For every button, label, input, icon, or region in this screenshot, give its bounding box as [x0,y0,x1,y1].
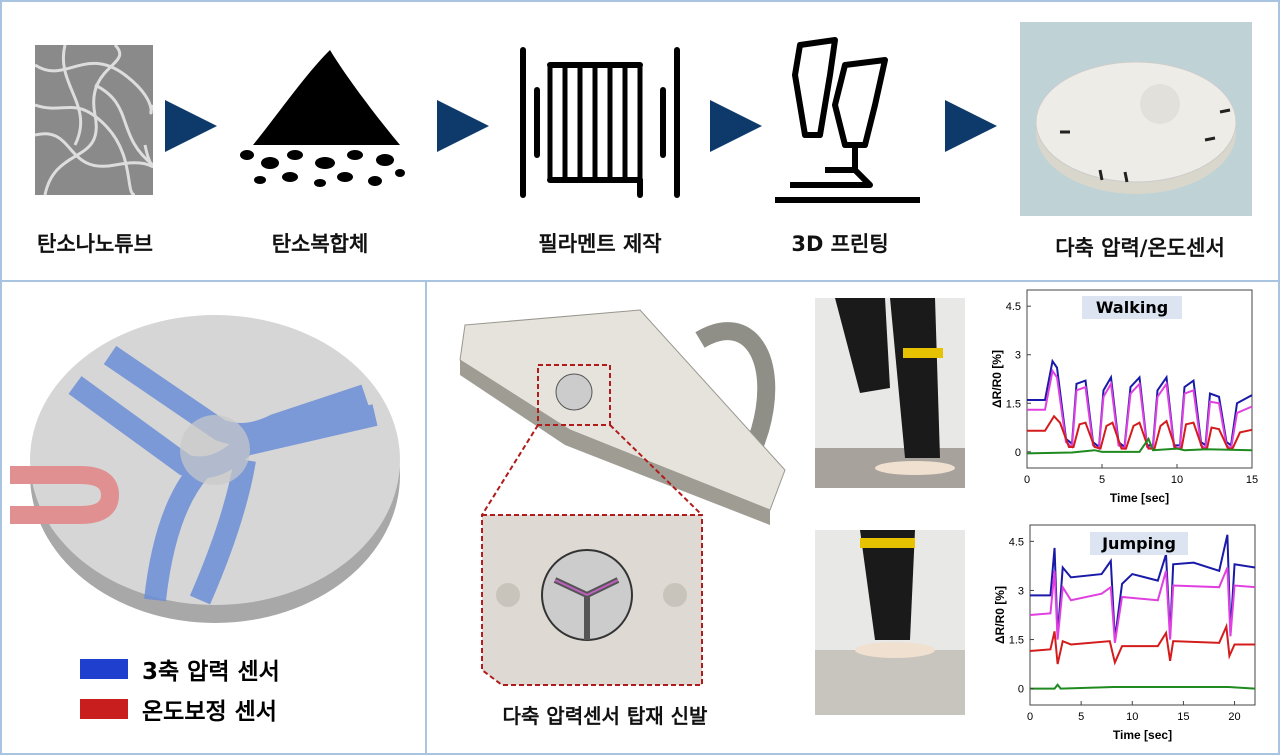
x-tick-label: 15 [1177,711,1189,723]
y-tick-label: 4.5 [1009,536,1024,548]
x-tick-label: 0 [1027,711,1033,723]
x-tick-label: 0 [1024,474,1030,486]
3d-printer-icon [775,37,920,203]
filament-spool-icon [520,47,680,198]
y-tick-label: 0 [1015,447,1021,459]
y-tick-label: 4.5 [1006,301,1021,313]
legend-swatch [80,659,128,679]
series-line [1027,414,1253,450]
x-tick-label: 5 [1099,474,1105,486]
application-panel [425,280,1280,755]
sandal-illustration [459,309,786,686]
legend-label: 3축 압력 센서 [142,659,280,685]
x-tick-label: 10 [1126,711,1138,723]
y-tick-label: 1.5 [1006,398,1021,410]
y-axis-label: ΔR/R0 [%] [990,350,1004,408]
legend-item: 온도보정 센서 [80,692,277,726]
series-line [1027,368,1253,451]
x-axis-label: Time [sec] [1113,728,1172,742]
sandal-caption: 다축 압력센서 탑재 신발 [502,704,708,728]
x-tick-label: 15 [1246,474,1258,486]
y-tick-label: 1.5 [1009,635,1024,647]
arrow-icon [710,100,762,152]
series-line [1029,622,1255,666]
walking-photo [815,298,965,488]
legend-swatch [80,699,128,719]
y-tick-label: 3 [1018,585,1024,597]
sensor-3d-illustration [10,315,400,623]
step-label: 필라멘트 제작 [538,232,662,256]
x-tick-label: 20 [1228,711,1240,723]
legend-item: 3축 압력 센서 [80,652,280,686]
series-line [1026,436,1253,455]
legend-label: 온도보정 센서 [142,699,277,725]
arrow-icon [945,100,997,152]
step-label: 탄소복합체 [271,232,369,256]
arrow-icon [165,100,217,152]
plot-frame [1029,524,1256,706]
sensor-photo [1020,22,1252,216]
y-axis-label: ΔR/R0 [%] [993,586,1007,644]
y-tick-label: 3 [1015,350,1021,362]
step-label: 탄소나노튜브 [37,232,153,256]
x-axis-label: Time [sec] [1110,491,1169,505]
series-line [1030,683,1256,690]
y-tick-label: 0 [1018,684,1024,696]
arrow-icon [437,100,489,152]
x-tick-label: 10 [1171,474,1183,486]
jumping-photo [815,530,965,715]
powder-pile-icon [240,50,405,187]
x-tick-label: 5 [1078,711,1084,723]
step-label: 3D 프린팅 [791,232,889,256]
chart-title: Walking [1082,296,1182,319]
chart-title: Jumping [1090,532,1188,555]
series-line [1029,567,1256,643]
carbon-nanotube-image [35,45,153,195]
step-label: 다축 압력/온도센서 [1055,236,1225,260]
